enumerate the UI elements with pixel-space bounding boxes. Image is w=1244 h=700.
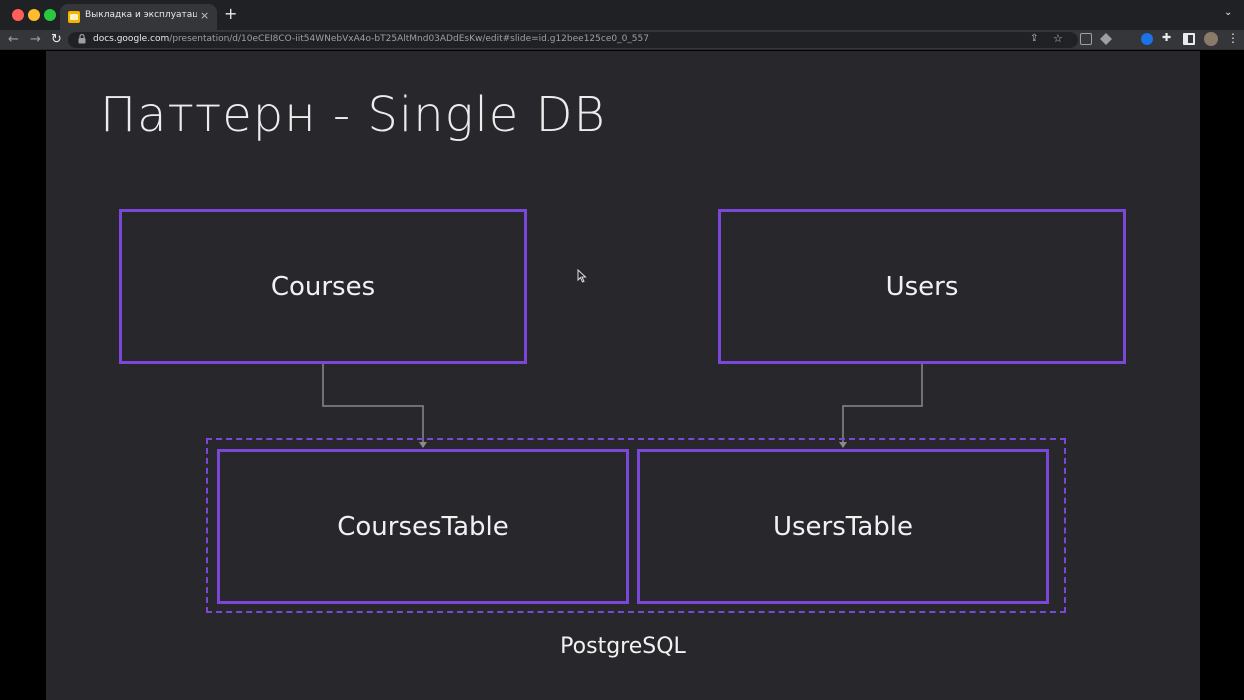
window-maximize-button[interactable] — [44, 9, 56, 21]
connector-courses-to-coursestable — [322, 364, 424, 447]
service-box-courses: Courses — [119, 209, 527, 364]
presentation-viewport: Паттерн - Single DB Courses Users Course… — [0, 51, 1244, 700]
back-button[interactable]: ← — [8, 32, 19, 47]
window-close-button[interactable] — [12, 9, 24, 21]
reload-button[interactable]: ↻ — [51, 32, 62, 47]
table-box-coursestable: CoursesTable — [217, 449, 629, 604]
mouse-cursor-icon — [577, 269, 587, 283]
tab-title: Выкладка и эксплуатация - G — [85, 10, 197, 20]
browser-toolbar: ← → ↻ docs.google.com/presentation/d/10e… — [0, 30, 1244, 50]
tab-search-chevron-icon[interactable]: ⌄ — [1224, 7, 1233, 18]
service-label-users: Users — [885, 271, 959, 302]
connector-lines — [322, 364, 923, 448]
table-label-userstable: UsersTable — [772, 511, 914, 542]
connector-arrowhead-userstable — [839, 442, 847, 448]
table-label-coursestable: CoursesTable — [337, 511, 509, 542]
browser-tab-active[interactable]: Выкладка и эксплуатация - G × — [60, 4, 217, 30]
forward-button[interactable]: → — [30, 32, 41, 47]
url-text[interactable]: docs.google.com/presentation/d/10eCEI8CO… — [93, 34, 649, 44]
bookmark-star-icon[interactable]: ☆ — [1053, 32, 1063, 45]
share-icon[interactable]: ⇪ — [1030, 33, 1039, 44]
slide: Паттерн - Single DB Courses Users Course… — [46, 51, 1200, 700]
connector-arrowhead-coursestable — [419, 442, 427, 448]
extension-blue-icon[interactable] — [1141, 33, 1153, 45]
window-minimize-button[interactable] — [28, 9, 40, 21]
tab-close-icon[interactable]: × — [200, 9, 210, 22]
extension-icon[interactable] — [1080, 33, 1092, 45]
new-tab-button[interactable]: + — [224, 4, 238, 23]
url-host: docs.google.com — [93, 34, 170, 44]
lock-icon[interactable] — [78, 33, 86, 47]
side-panel-icon[interactable] — [1183, 33, 1195, 45]
url-path: /presentation/d/10eCEI8CO-iit54WNebVxA4o… — [169, 34, 649, 44]
slide-title: Паттерн - Single DB — [100, 87, 606, 143]
database-label: PostgreSQL — [560, 634, 686, 659]
profile-avatar[interactable] — [1204, 32, 1218, 46]
address-bar[interactable]: docs.google.com/presentation/d/10eCEI8CO… — [68, 32, 1078, 48]
table-box-userstable: UsersTable — [637, 449, 1049, 604]
service-label-courses: Courses — [270, 271, 376, 302]
service-box-users: Users — [718, 209, 1126, 364]
slides-favicon-icon — [68, 11, 80, 23]
browser-tab-bar: Выкладка и эксплуатация - G × + ⌄ — [0, 0, 1244, 30]
extension-diamond-icon[interactable] — [1100, 33, 1112, 45]
connector-users-to-userstable — [842, 364, 923, 447]
browser-menu-icon[interactable]: ⋮ — [1227, 31, 1239, 45]
database-group-boundary — [206, 438, 1066, 613]
extensions-puzzle-icon[interactable]: ✚ — [1162, 31, 1172, 44]
